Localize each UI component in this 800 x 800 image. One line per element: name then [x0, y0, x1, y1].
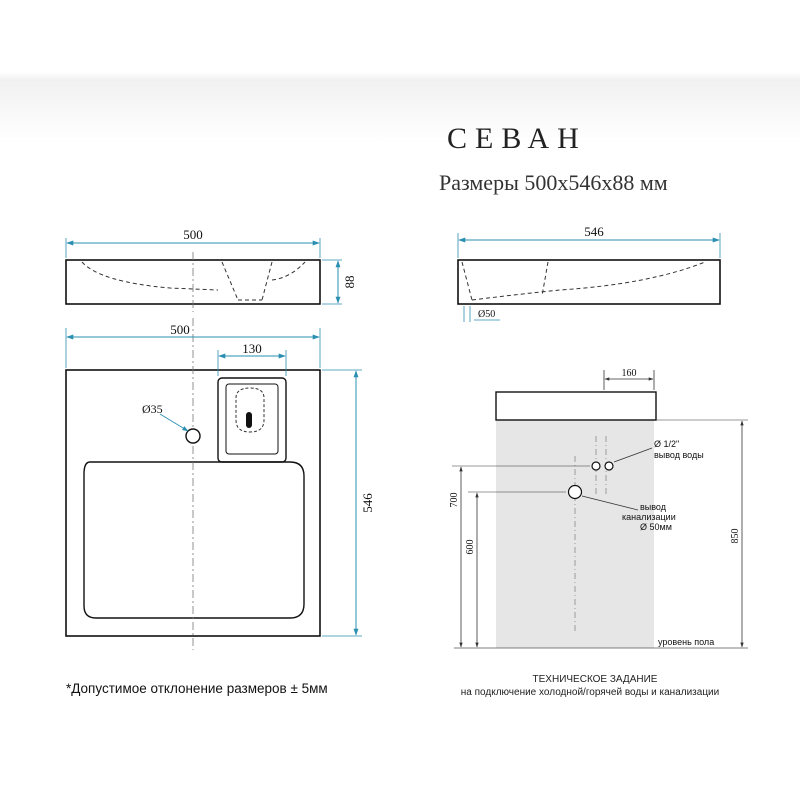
side-height-label: 88	[342, 276, 357, 289]
end-drain-label: Ø50	[478, 309, 495, 320]
hole-leader-line	[159, 413, 189, 432]
faucet-offset-label: 130	[242, 341, 262, 356]
header-band	[0, 0, 800, 145]
basin-bowl-outline	[83, 461, 305, 619]
floor-label: уровень пола	[658, 637, 714, 647]
water-size-label: Ø 1/2"	[654, 439, 679, 449]
product-title: СЕВАН	[447, 122, 587, 155]
end-view: 546 Ø50	[457, 224, 721, 322]
side-bowl-hidden-line-right	[271, 261, 306, 281]
water-outlet-label: вывод воды	[654, 450, 704, 460]
side-view: 500 88	[65, 227, 357, 312]
faucet-deck-inner	[225, 383, 279, 455]
drain-label-1: вывод	[640, 502, 667, 512]
drain-leader-line	[581, 495, 639, 511]
cold-water-outlet	[591, 461, 601, 471]
drain-outlet	[567, 484, 583, 500]
hole-diameter-label: Ø35	[142, 402, 163, 416]
basin-section	[495, 391, 657, 421]
faucet-outlet	[246, 412, 252, 428]
tolerance-note: *Допустимое отклонение размеров ± 5мм	[66, 681, 328, 696]
faucet-deck	[217, 377, 287, 463]
faucet-hidden-line	[235, 387, 265, 433]
tech-spec-title: ТЕХНИЧЕСКОЕ ЗАДАНИЕ	[532, 674, 658, 685]
offset-label: 160	[622, 368, 637, 379]
faucet-hole	[185, 428, 201, 444]
drain-label-3: Ø 50мм	[640, 522, 672, 532]
height-600-label: 600	[465, 540, 476, 555]
end-depth-label: 546	[584, 224, 604, 239]
tech-spec-diagram: уровень пола 160 Ø 1/2" вывод воды вывод…	[449, 368, 748, 649]
top-depth-label: 546	[360, 493, 375, 513]
side-bowl-hidden-line	[81, 261, 219, 291]
top-view: Ø35 500 130 546	[65, 318, 375, 650]
water-leader-line	[613, 447, 653, 463]
end-drain-hidden-line	[461, 261, 549, 301]
height-850-label: 850	[730, 529, 741, 544]
height-700-label: 700	[449, 493, 460, 508]
dimensions-subtitle: Размеры 500х546х88 мм	[439, 170, 668, 195]
top-width-label: 500	[170, 322, 190, 337]
side-view-outline	[65, 259, 321, 305]
drain-label-2: канализации	[622, 512, 676, 522]
tech-spec-subtitle: на подключение холодной/горячей воды и к…	[460, 687, 720, 698]
side-width-label: 500	[183, 227, 203, 242]
hot-water-outlet	[604, 461, 614, 471]
side-drain-hidden-line	[221, 261, 273, 301]
